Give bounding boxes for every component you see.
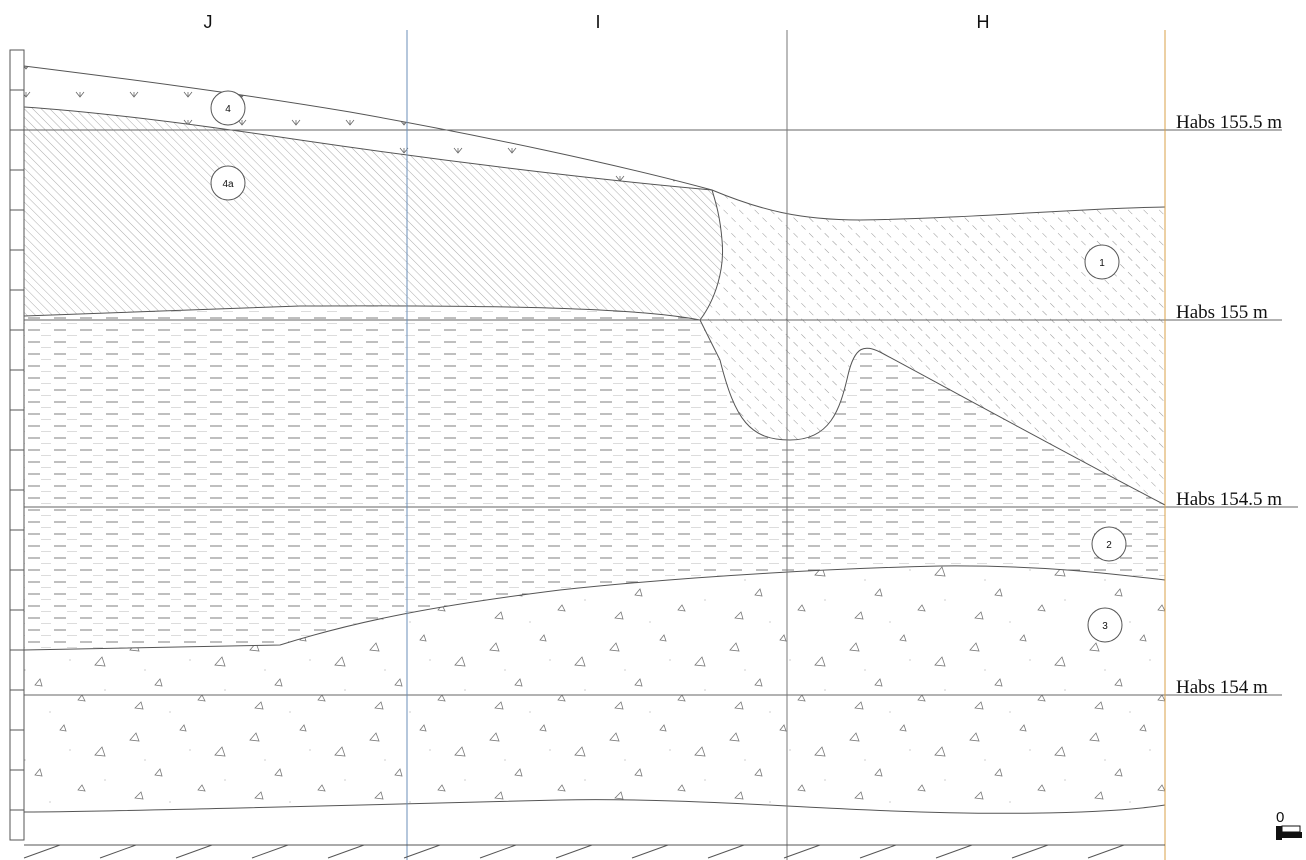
layer-1-fill — [700, 190, 1165, 505]
layer-2-fill — [24, 305, 1165, 650]
boundary-4a-1 — [699, 189, 1166, 506]
layer-marker-4-label: 4 — [225, 104, 231, 115]
layer-marker-1-label: 1 — [1099, 258, 1105, 269]
boundary-4-4a — [23, 106, 713, 191]
level-label-155: Habs 155 m — [1176, 302, 1268, 323]
layer-marker-1: 1 — [1084, 244, 1120, 280]
level-label-154-5: Habs 154.5 m — [1176, 489, 1282, 510]
level-label-154: Habs 154 m — [1176, 677, 1268, 698]
layer-marker-2-label: 2 — [1106, 540, 1112, 551]
bottom-scale-bar — [23, 844, 1165, 859]
boundary-4a-2 — [23, 305, 701, 321]
left-scale-bar — [9, 49, 25, 841]
layer-marker-3: 3 — [1087, 607, 1123, 643]
layer-4a-fill — [24, 107, 723, 320]
boundary-2-3 — [23, 565, 1166, 651]
layer-marker-4a-label: 4a — [222, 179, 234, 190]
column-label-h: H — [977, 12, 990, 32]
layer-3-fill — [24, 565, 1165, 814]
level-label-155-5: Habs 155.5 m — [1176, 112, 1282, 133]
column-label-j: J — [204, 12, 213, 32]
column-label-i: I — [595, 12, 600, 32]
scale-zero-label: 0 — [1276, 809, 1284, 826]
scale-bar-icon — [1276, 825, 1302, 840]
layer-4-fill — [24, 66, 712, 190]
layer-marker-4a: 4a — [210, 165, 246, 201]
boundary-base — [23, 799, 1166, 814]
layer-marker-4: 4 — [210, 90, 246, 126]
layer-marker-3-label: 3 — [1102, 621, 1108, 632]
layer-marker-2: 2 — [1091, 526, 1127, 562]
